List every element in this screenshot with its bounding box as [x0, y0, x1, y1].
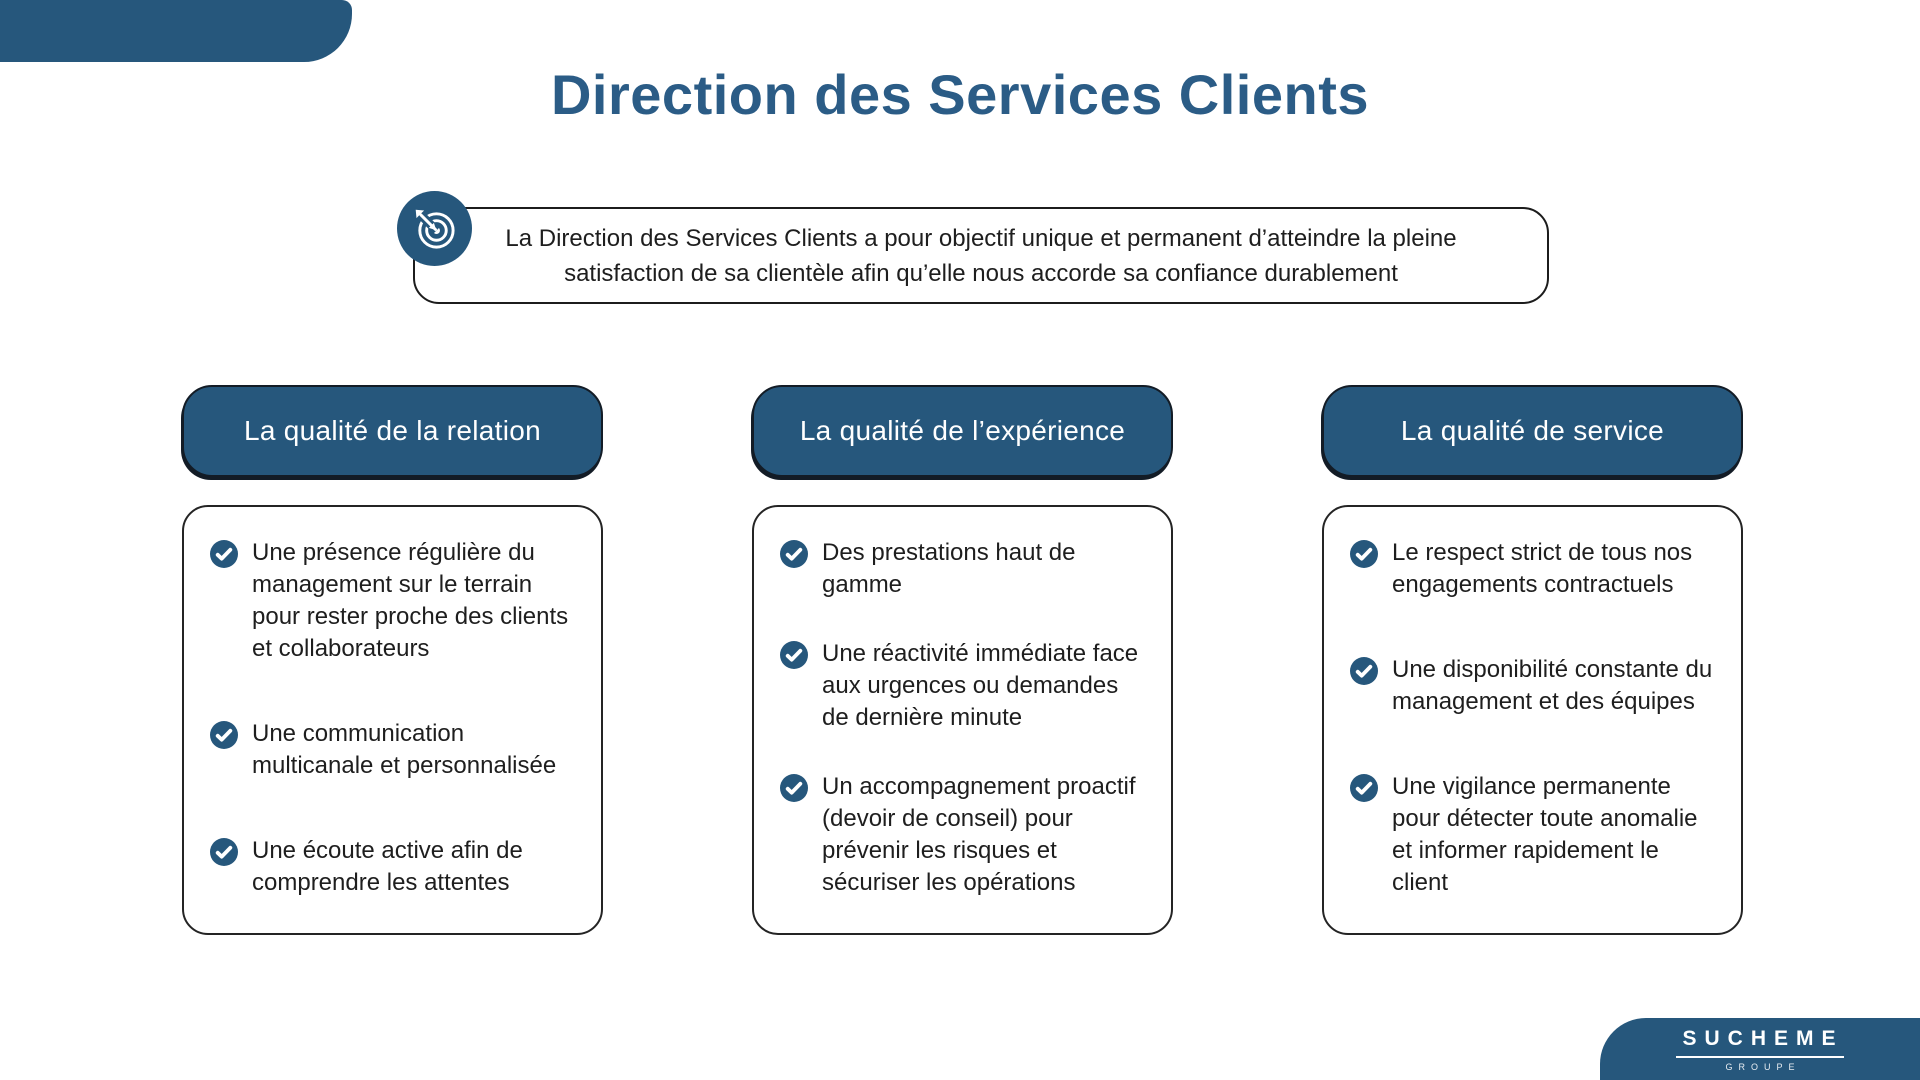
- list-item-text: Une disponibilité constante du managemen…: [1392, 656, 1713, 715]
- list-item-text: Un accompagnement proactif (devoir de co…: [822, 773, 1136, 896]
- column-header-label: La qualité de l’expérience: [799, 415, 1126, 446]
- list-item: Des prestations haut de gamme: [780, 537, 1149, 601]
- column-header-service: La qualité de service: [1322, 385, 1743, 477]
- list-item: Une vigilance permanente pour détecter t…: [1350, 771, 1719, 899]
- list-item: Une écoute active afin de comprendre les…: [210, 835, 579, 899]
- list-item-text: Une communication multicanale et personn…: [252, 720, 557, 779]
- list-item-text: Une vigilance permanente pour détecter t…: [1392, 773, 1698, 896]
- column-qualite-relation: La qualité de la relation Une présence r…: [182, 385, 603, 935]
- check-circle-icon: [210, 838, 238, 866]
- target-arrow-icon: [397, 191, 472, 266]
- check-circle-icon: [780, 641, 808, 669]
- list-item: Une présence régulière du management sur…: [210, 537, 579, 665]
- column-qualite-service: La qualité de service Le respect strict …: [1322, 385, 1743, 935]
- column-header-label: La qualité de la relation: [243, 415, 542, 446]
- list-item: Une disponibilité constante du managemen…: [1350, 654, 1719, 718]
- list-item-text: Une écoute active afin de comprendre les…: [252, 837, 523, 896]
- card-relation: Une présence régulière du management sur…: [182, 505, 603, 935]
- list-item-text: Une réactivité immédiate face aux urgenc…: [822, 640, 1139, 731]
- list-item: Le respect strict de tous nos engagement…: [1350, 537, 1719, 601]
- list-item-text: Le respect strict de tous nos engagement…: [1392, 539, 1693, 598]
- list-item-text: Une présence régulière du management sur…: [252, 539, 569, 662]
- intro-statement: La Direction des Services Clients a pour…: [413, 207, 1549, 304]
- check-circle-icon: [210, 540, 238, 568]
- corner-decoration-top-left: [0, 0, 352, 62]
- column-header-label: La qualité de service: [1400, 415, 1665, 446]
- column-header-relation: La qualité de la relation: [182, 385, 603, 477]
- company-logo: SUCHEME GROUPE: [1600, 1018, 1920, 1080]
- check-circle-icon: [1350, 657, 1378, 685]
- check-circle-icon: [780, 540, 808, 568]
- check-circle-icon: [780, 774, 808, 802]
- card-service: Le respect strict de tous nos engagement…: [1322, 505, 1743, 935]
- column-header-experience: La qualité de l’expérience: [752, 385, 1173, 477]
- list-item: Une communication multicanale et personn…: [210, 718, 579, 782]
- intro-statement-text: La Direction des Services Clients a pour…: [505, 224, 1457, 287]
- list-item-text: Des prestations haut de gamme: [822, 539, 1076, 598]
- list-item: Une réactivité immédiate face aux urgenc…: [780, 638, 1149, 734]
- logo-brand-text: SUCHEME: [1676, 1027, 1844, 1058]
- card-experience: Des prestations haut de gamme Une réacti…: [752, 505, 1173, 935]
- logo-subtitle-text: GROUPE: [1725, 1061, 1801, 1072]
- check-circle-icon: [1350, 774, 1378, 802]
- list-item: Un accompagnement proactif (devoir de co…: [780, 771, 1149, 899]
- check-circle-icon: [210, 721, 238, 749]
- page-title: Direction des Services Clients: [550, 63, 1369, 126]
- check-circle-icon: [1350, 540, 1378, 568]
- column-qualite-experience: La qualité de l’expérience Des prestatio…: [752, 385, 1173, 935]
